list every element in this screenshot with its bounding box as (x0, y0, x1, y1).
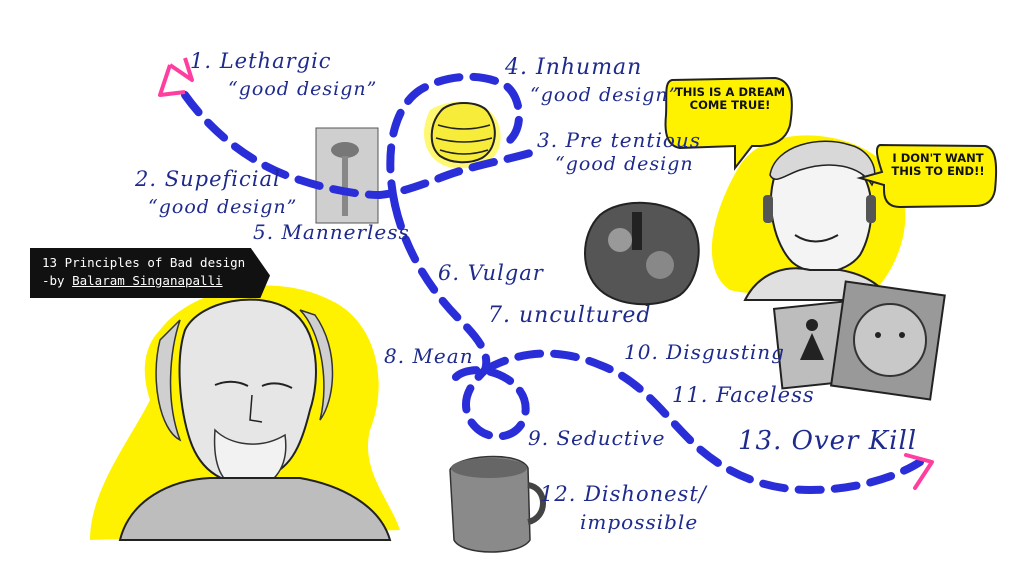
title-banner: 13 Principles of Bad design -by Balaram … (30, 248, 270, 298)
tower-photo (315, 127, 379, 224)
principle-13-name: Over Kill (791, 426, 918, 456)
start-arrow (158, 57, 194, 97)
principle-12-number: 12. (540, 482, 577, 506)
principle-7-name: uncultured (519, 303, 652, 328)
principle-4: 4. Inhuman (505, 56, 642, 79)
principle-4-subtitle: “good design” (530, 84, 680, 106)
principle-2: 2. Supeficial (135, 168, 281, 190)
principle-5-number: 5. (253, 220, 275, 244)
byline: -by Balaram Singanapalli (42, 272, 270, 290)
principle-9: 9. Seductive (528, 428, 665, 449)
principle-13-number: 13. (738, 426, 783, 456)
principle-2-subtitle: “good design” (148, 196, 298, 218)
speech-text-end: I DON'T WANT THIS TO END!! (891, 151, 985, 179)
food-plate-photo (584, 201, 700, 306)
principle-10-number: 10. (624, 340, 659, 364)
principle-3-subtitle: “good design (555, 153, 694, 175)
principle-12-name: Dishonest/ (584, 482, 707, 506)
principle-3-name: Pre tentious (565, 128, 702, 152)
principle-8-name: Mean (412, 344, 474, 368)
smiley-face-photo (829, 280, 946, 401)
title-line: 13 Principles of Bad design (42, 255, 246, 270)
principle-12-subtitle: impossible (580, 510, 699, 534)
principle-11-number: 11. (672, 383, 709, 407)
principle-1-number: 1. (190, 49, 213, 73)
ceramic-mug-photo (449, 455, 546, 553)
journey-path (181, 72, 924, 495)
principle-9-name: Seductive (556, 426, 666, 450)
principle-8: 8. Mean (384, 346, 474, 367)
principle-5-name: Mannerless (281, 220, 410, 244)
principle-10: 10. Disgusting (624, 342, 785, 363)
yellow-pot-drawing (430, 102, 496, 164)
principle-9-number: 9. (528, 426, 550, 450)
principle-10-name: Disgusting (666, 340, 785, 364)
restroom-sign-photo (772, 300, 854, 390)
principle-1: 1. Lethargic (190, 50, 332, 72)
principle-11-name: Faceless (716, 383, 815, 407)
old-man-portrait (118, 298, 392, 541)
principle-8-number: 8. (384, 344, 406, 368)
principle-3-number: 3. (537, 128, 559, 152)
principle-5: 5. Mannerless (253, 222, 410, 243)
principle-2-number: 2. (135, 167, 158, 191)
speech-bubble-end (856, 143, 998, 209)
principle-11: 11. Faceless (672, 384, 815, 406)
end-arrow (904, 453, 934, 490)
speech-text-dream: THIS IS A DREAM COME TRUE! (674, 85, 786, 113)
speech-bubble-dream (664, 76, 793, 171)
author-name: Balaram Singanapalli (72, 273, 223, 288)
principle-1-name: Lethargic (219, 49, 332, 73)
principle-4-name: Inhuman (536, 55, 643, 80)
principle-6-name: Vulgar (467, 261, 544, 285)
principle-13: 13. Over Kill (738, 426, 918, 456)
principle-6: 6. Vulgar (438, 262, 544, 284)
principle-2-name: Supeficial (164, 167, 281, 191)
principle-6-number: 6. (438, 261, 461, 285)
byline-prefix: -by (42, 273, 73, 288)
principle-12: 12. Dishonest/ (540, 483, 707, 505)
principle-7-number: 7. (488, 303, 511, 328)
principle-4-number: 4. (505, 55, 528, 80)
principle-3: 3. Pre tentious (537, 130, 701, 151)
principle-1-subtitle: “good design” (228, 78, 378, 100)
principle-7: 7. uncultured (488, 304, 652, 327)
